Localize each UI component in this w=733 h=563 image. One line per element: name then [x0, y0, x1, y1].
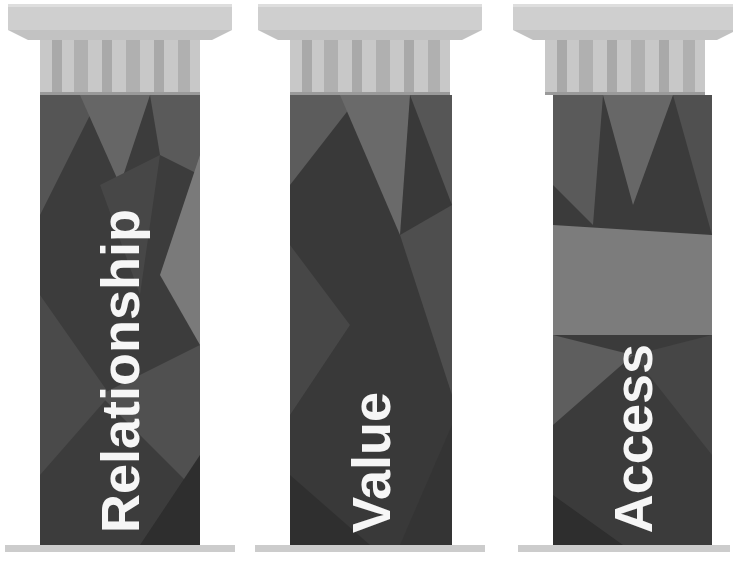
pillar-label: Relationship: [93, 209, 147, 533]
pillar-shaft: Relationship: [40, 95, 200, 545]
pillar-shaft: Value: [290, 95, 452, 545]
pillar-one-art: [5, 4, 235, 552]
pillar-shaft: Access: [553, 95, 712, 545]
pillar-label: Value: [344, 392, 398, 533]
pillar-two-art: [255, 4, 485, 552]
pillar-three-art: [513, 4, 733, 552]
pillar-label: Access: [606, 344, 660, 533]
